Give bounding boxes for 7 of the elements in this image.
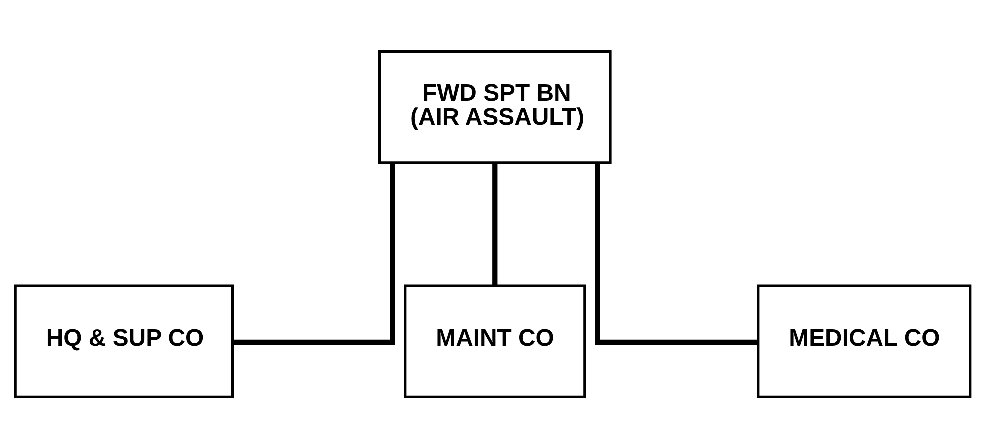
- connector: [492, 162, 498, 286]
- node-box: HQ & SUP CO: [14, 284, 234, 398]
- connector: [233, 162, 396, 345]
- node-box: FWD SPT BN (AIR ASSAULT): [378, 50, 612, 164]
- node-box: MEDICAL CO: [757, 284, 972, 398]
- connector: [595, 162, 758, 345]
- node-box: MAINT CO: [404, 284, 586, 398]
